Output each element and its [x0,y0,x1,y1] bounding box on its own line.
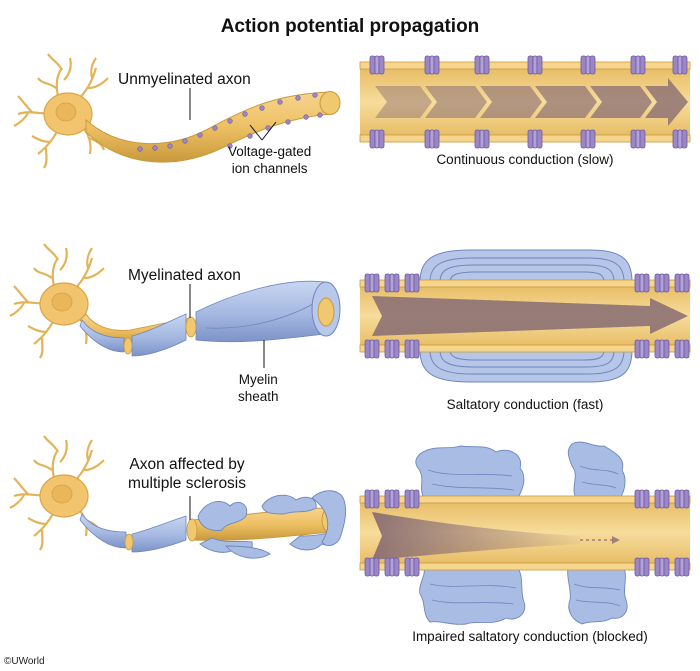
axon-end-1 [319,91,341,115]
fragmented-myelin-bottom [419,567,628,625]
ms-myelin-segment-1 [79,513,127,549]
panel-myelinated [8,242,691,383]
label-myelin-sheath: Myelin sheath [238,372,279,404]
panel-unmyelinated [12,52,691,170]
leader-line-channels-a [249,124,263,141]
ms-myelin-segment-2 [131,515,187,553]
blocked-arrow [372,512,580,560]
label-unmyelinated-axon: Unmyelinated axon [118,71,251,88]
damaged-myelin [197,490,347,559]
neuron-3 [8,434,106,552]
axon-end-2 [317,297,335,327]
ion-channel-dots [137,92,323,152]
caption-continuous-conduction: Continuous conduction (slow) [436,152,614,167]
myelin-segment-2 [131,313,187,357]
neuron-1 [12,52,110,170]
page-title: Action potential propagation [220,16,480,37]
caption-saltatory-conduction: Saltatory conduction (fast) [446,397,604,412]
myelin-segment-1 [79,319,125,353]
caption-impaired-conduction: Impaired saltatory conduction (blocked) [412,629,648,644]
label-myelinated-axon: Myelinated axon [128,267,241,284]
label-voltage-gated-channels: Voltage-gated ion channels [228,144,312,176]
neuron-2 [8,242,106,360]
node-of-ranvier [185,316,197,338]
label-ms-axon: Axon affected by multiple sclerosis [128,456,247,492]
saltatory-arrow [372,296,688,336]
panel-multiple-sclerosis [8,434,691,625]
copyright-text: ©UWorld [4,656,45,667]
myelin-segment-3 [195,280,326,343]
leader-line-channels-b [261,121,277,141]
continuous-arrows [375,78,688,126]
fragmented-myelin-top [415,441,626,499]
